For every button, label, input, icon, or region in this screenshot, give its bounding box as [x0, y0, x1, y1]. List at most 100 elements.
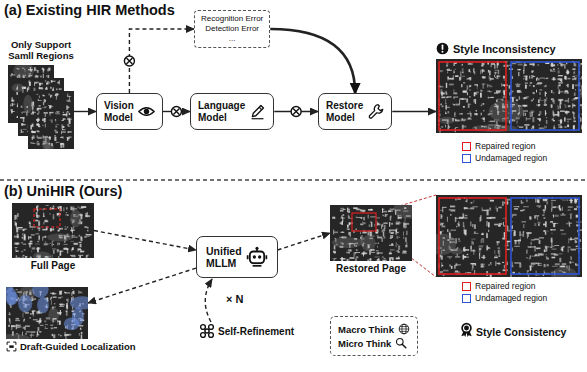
texture-mark — [333, 230, 334, 235]
texture-mark — [559, 89, 561, 94]
texture-mark — [546, 120, 548, 124]
texture-mark — [524, 76, 528, 77]
texture-mark — [58, 242, 59, 244]
connector-arrow — [278, 233, 330, 250]
texture-mark — [36, 75, 38, 76]
texture-mark — [43, 222, 44, 224]
texture-mark — [442, 231, 444, 232]
texture-mark — [482, 63, 485, 65]
texture-mark — [523, 231, 524, 232]
texture-mark — [564, 104, 566, 105]
texture-mark — [553, 215, 555, 218]
texture-mark — [526, 257, 528, 259]
texture-mark — [55, 131, 58, 133]
texture-mark — [46, 205, 49, 207]
texture-mark — [68, 111, 69, 113]
texture-mark — [37, 119, 39, 122]
texture-mark — [346, 252, 349, 254]
failure-mark — [291, 107, 301, 117]
texture-mark — [332, 258, 336, 260]
texture-mark — [32, 137, 33, 140]
texture-mark — [87, 212, 88, 217]
texture-mark — [551, 105, 553, 109]
texture-mark — [498, 70, 499, 74]
wrench-icon — [367, 103, 384, 120]
texture-mark — [42, 229, 46, 231]
texture-mark — [45, 80, 46, 82]
texture-mark — [536, 90, 537, 93]
texture-mark — [576, 215, 578, 217]
texture-mark — [484, 117, 485, 122]
texture-mark — [544, 217, 546, 219]
texture-mark — [87, 230, 89, 232]
texture-mark — [533, 63, 535, 65]
texture-mark — [350, 250, 352, 252]
texture-mark — [536, 78, 537, 81]
texture-mark — [406, 242, 408, 246]
texture-mark — [533, 85, 535, 87]
texture-mark — [51, 255, 53, 258]
texture-mark — [474, 93, 476, 97]
texture-mark — [557, 105, 558, 106]
texture-mark — [81, 237, 83, 241]
texture-mark — [518, 72, 519, 76]
texture-mark — [474, 224, 476, 229]
texture-mark — [21, 123, 23, 126]
rubbing-image — [436, 59, 582, 133]
style-heading: Style Inconsistency — [453, 43, 556, 55]
connector-arrow — [129, 29, 194, 93]
texture-mark — [37, 108, 39, 111]
texture-mark — [562, 213, 564, 214]
texture-mark — [38, 236, 39, 241]
texture-mark — [531, 111, 535, 113]
texture-mark — [544, 126, 545, 129]
texture-mark — [497, 208, 499, 212]
texture-mark — [555, 263, 560, 265]
texture-mark — [361, 217, 363, 219]
texture-mark — [69, 96, 70, 100]
texture-mark — [573, 121, 576, 123]
texture-mark — [71, 249, 73, 251]
texture-mark — [34, 67, 36, 71]
texture-mark — [470, 77, 472, 80]
texture-mark — [572, 68, 575, 70]
section-separator — [0, 179, 587, 180]
texture-mark — [66, 136, 67, 138]
texture-mark — [565, 111, 570, 113]
texture-mark — [60, 254, 62, 255]
texture-mark — [558, 82, 563, 83]
texture-mark — [464, 230, 466, 234]
texture-mark — [395, 244, 397, 247]
texture-mark — [518, 206, 519, 207]
texture-mark — [574, 208, 577, 210]
texture-mark — [565, 76, 567, 80]
texture-mark — [532, 70, 534, 72]
texture-mark — [523, 224, 525, 228]
texture-mark — [526, 200, 528, 201]
texture-mark — [58, 230, 60, 232]
texture-mark — [516, 85, 520, 87]
texture-mark — [367, 215, 369, 219]
texture-mark — [446, 91, 447, 95]
texture-mark — [567, 248, 569, 252]
damage-region-outline — [34, 209, 60, 227]
texture-mark — [391, 232, 394, 234]
texture-mark — [45, 236, 47, 238]
texture-mark — [538, 224, 539, 226]
texture-mark — [515, 84, 520, 85]
texture-mark — [467, 118, 472, 119]
texture-mark — [582, 72, 583, 73]
text-column: Vision Model — [104, 100, 134, 123]
texture-mark — [36, 212, 38, 216]
texture-mark — [552, 266, 558, 267]
texture-mark — [377, 246, 378, 248]
texture-mark — [377, 235, 379, 236]
texture-mark — [532, 126, 534, 128]
texture-mark — [69, 120, 71, 124]
texture-mark — [464, 207, 468, 209]
texture-mark — [575, 240, 577, 243]
texture-mark — [543, 230, 549, 232]
texture-mark — [349, 223, 351, 226]
texture-mark — [471, 269, 473, 270]
texture-mark — [390, 251, 392, 253]
